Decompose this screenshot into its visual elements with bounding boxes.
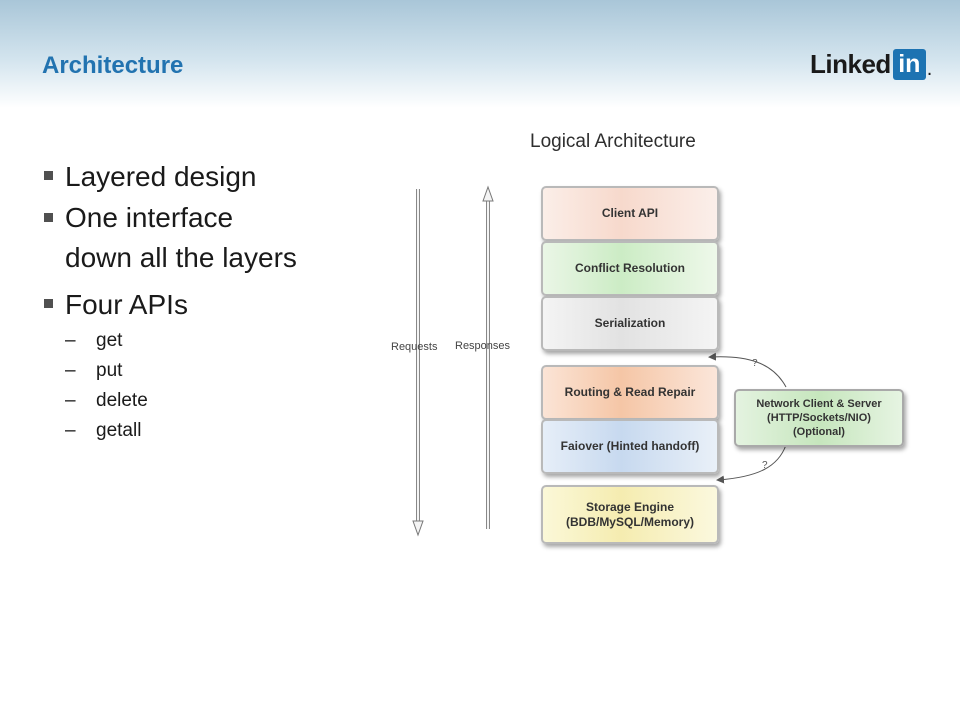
network-to-serialization-arrow [708, 352, 787, 388]
dash-icon: – [65, 420, 76, 441]
api-item: –getall [42, 416, 362, 446]
layer-failover: Faiover (Hinted handoff) [541, 419, 719, 474]
layer-client-api: Client API [541, 186, 719, 241]
diagram-title: Logical Architecture [530, 131, 696, 152]
logo-dot: . [926, 58, 933, 80]
header-band [0, 0, 960, 108]
network-client-server-box: Network Client & Server (HTTP/Sockets/NI… [734, 389, 904, 447]
api-sub-list: –get –put –delete –getall [42, 326, 362, 446]
bullet-square-icon [44, 171, 53, 180]
api-item: –put [42, 356, 362, 386]
dash-icon: – [65, 390, 76, 411]
dash-icon: – [65, 360, 76, 381]
question-mark-lower: ? [762, 460, 768, 471]
api-item-label: delete [96, 390, 148, 411]
responses-arrow [482, 185, 494, 529]
requests-label: Requests [391, 341, 438, 353]
network-line3: (Optional) [793, 426, 845, 438]
network-line2: (HTTP/Sockets/NIO) [767, 412, 871, 424]
question-mark-upper: ? [752, 358, 758, 369]
network-to-storage-arrow [716, 444, 787, 484]
layer-serialization: Serialization [541, 296, 719, 351]
diagram-arrows [412, 185, 787, 537]
storage-line2: (BDB/MySQL/Memory) [565, 514, 694, 529]
logo-in-box: in [892, 48, 926, 80]
api-item-label: getall [96, 420, 142, 441]
logical-architecture-diagram: Logical Architecture Requests Responses … [388, 125, 918, 555]
bullet-text: Four APIs [65, 289, 188, 320]
api-item: –delete [42, 386, 362, 416]
storage-line1: Storage Engine [585, 499, 674, 514]
api-item-label: put [96, 360, 123, 381]
api-item-label: get [96, 330, 123, 351]
api-item: –get [42, 326, 362, 356]
requests-arrow [412, 189, 424, 537]
dash-icon: – [65, 330, 76, 351]
layer-routing-read-repair: Routing & Read Repair [541, 365, 719, 420]
bullet-layered-design: Layered design [42, 156, 362, 198]
bullet-text: Layered design [65, 161, 257, 192]
bullet-four-apis: Four APIs [42, 284, 362, 326]
network-line1: Network Client & Server [756, 398, 882, 410]
responses-label: Responses [455, 340, 511, 352]
logo-text: Linked [810, 48, 891, 79]
linkedin-logo: Linked in . [810, 47, 932, 81]
slide-title: Architecture [42, 52, 184, 79]
bullet-square-icon [44, 299, 53, 308]
bullet-text-line2: down all the layers [65, 242, 297, 273]
bullet-one-interface: One interface down all the layers [42, 198, 362, 278]
layer-storage-engine: Storage Engine (BDB/MySQL/Memory) [541, 485, 719, 544]
bullet-list: Layered design One interface down all th… [42, 156, 362, 446]
layer-conflict-resolution: Conflict Resolution [541, 241, 719, 296]
bullet-square-icon [44, 213, 53, 222]
bullet-text-line1: One interface [65, 202, 234, 233]
